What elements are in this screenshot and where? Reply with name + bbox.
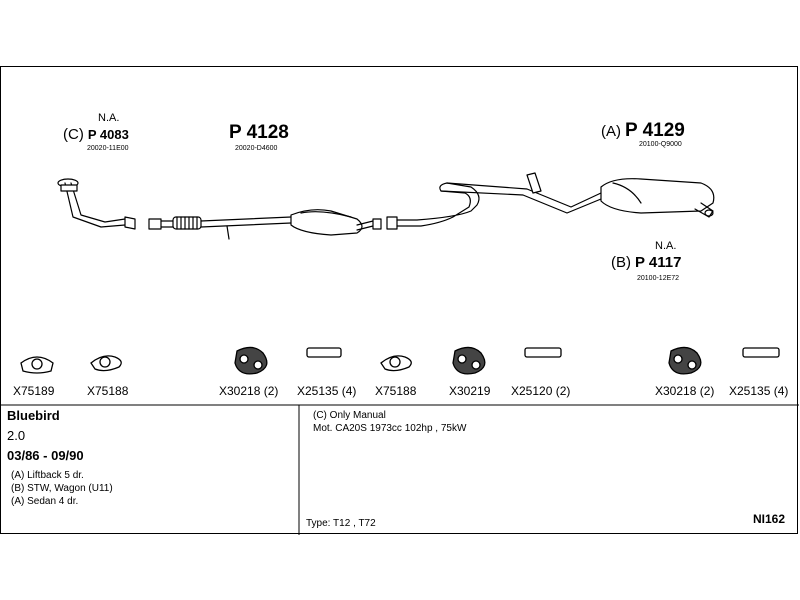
p4083-oem: 20020-11E00 bbox=[87, 145, 129, 152]
sleeve-icon bbox=[742, 347, 780, 358]
variant-item: (B) STW, Wagon (U11) bbox=[11, 483, 113, 494]
variant-item: (A) Sedan 4 dr. bbox=[11, 496, 79, 507]
fitting-code: X30218 (2) bbox=[655, 384, 715, 398]
gasket-icon bbox=[90, 355, 122, 372]
p4117-number: P 4117 bbox=[635, 254, 682, 271]
fitting-code: X75188 bbox=[87, 384, 129, 398]
fitting-code: X75189 bbox=[13, 384, 55, 398]
fitting-code: X30219 bbox=[449, 384, 491, 398]
fitting-code: X25135 (4) bbox=[729, 384, 789, 398]
fitting-code: X25135 (4) bbox=[297, 384, 357, 398]
fitting-code: X75188 bbox=[375, 384, 417, 398]
p4117-oem: 20100-12E72 bbox=[637, 275, 680, 282]
exhaust-diagram bbox=[1, 172, 799, 535]
rubber-hanger-icon bbox=[234, 346, 268, 375]
p4117-note: N.A. bbox=[655, 240, 677, 252]
info-box-frame bbox=[1, 404, 799, 535]
rubber-hanger-icon bbox=[668, 346, 702, 375]
p4083-label: (C)P 4083 bbox=[63, 127, 129, 143]
gasket-icon bbox=[20, 356, 54, 374]
sleeve-icon bbox=[524, 347, 562, 358]
manual-note: (C) Only Manual bbox=[313, 410, 386, 421]
sleeve-icon bbox=[306, 347, 342, 358]
p4128-oem: 20020-D4600 bbox=[235, 145, 278, 152]
p4083-prefix: (C) bbox=[63, 126, 84, 143]
p4129-oem: 20100-Q9000 bbox=[639, 141, 682, 148]
type-note: Type: T12 , T72 bbox=[306, 518, 376, 529]
rear-pipe-drawing bbox=[386, 172, 715, 230]
vehicle-variants: (A) Liftback 5 dr. (B) STW, Wagon (U11) … bbox=[11, 469, 113, 508]
front-pipe-drawing bbox=[57, 178, 136, 230]
motor-note: Mot. CA20S 1973cc 102hp , 75kW bbox=[313, 423, 467, 434]
p4117-label: (B)P 4117 bbox=[611, 255, 681, 271]
p4129-label: (A)P 4129 bbox=[601, 121, 685, 140]
center-pipe-drawing bbox=[148, 209, 382, 240]
variant-item: (A) Liftback 5 dr. bbox=[11, 470, 84, 481]
fitting-code: X25120 (2) bbox=[511, 384, 571, 398]
p4129-number: P 4129 bbox=[625, 120, 685, 141]
rubber-hanger-icon bbox=[452, 346, 486, 375]
p4129-prefix: (A) bbox=[601, 123, 621, 140]
p4083-note: N.A. bbox=[98, 112, 120, 124]
vehicle-model: Bluebird bbox=[7, 408, 60, 423]
gasket-icon bbox=[380, 355, 412, 372]
vehicle-years: 03/86 - 09/90 bbox=[7, 448, 84, 463]
p4117-prefix: (B) bbox=[611, 254, 631, 271]
fitting-code: X30218 (2) bbox=[219, 384, 279, 398]
p4083-number: P 4083 bbox=[87, 127, 129, 142]
catalog-sheet: N.A. (C)P 4083 20020-11E00 P 4128 20020-… bbox=[0, 66, 799, 535]
notes-block: (C) Only Manual Mot. CA20S 1973cc 102hp … bbox=[313, 409, 466, 435]
p4128-number: P 4128 bbox=[229, 122, 289, 143]
catalog-code: NI162 bbox=[753, 512, 786, 526]
vehicle-engine-size: 2.0 bbox=[7, 428, 26, 443]
